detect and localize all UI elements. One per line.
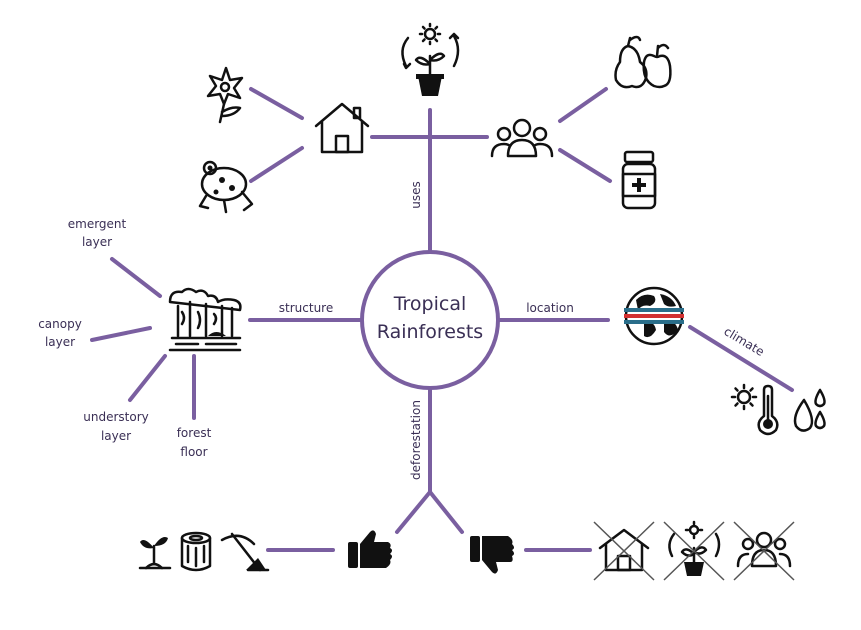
hub-title-line1: Tropical — [393, 293, 467, 315]
globe-equator-icon — [624, 286, 684, 346]
crossed-house-icon — [593, 521, 655, 581]
canopy-layer-label-line1: canopy — [38, 317, 82, 331]
branch-lines — [90, 87, 794, 552]
hub-title-line2: Rainforests — [377, 321, 483, 343]
forest-floor-label-line1: forest — [177, 426, 212, 440]
emergent-layer-label-line1: emergent — [68, 217, 127, 231]
pickaxe-icon — [220, 532, 270, 572]
medicine-bottle-icon — [621, 150, 657, 210]
crossed-people-icon — [733, 521, 795, 581]
plant-sun-cycle-icon — [401, 22, 460, 96]
canopy-layer-label-line2: layer — [45, 335, 75, 349]
sun-icon — [730, 383, 758, 411]
rainforest-layers-icon — [168, 287, 242, 352]
structure-label: structure — [279, 301, 333, 315]
flower-icon — [206, 66, 244, 124]
log-icon — [180, 531, 212, 572]
location-label: location — [526, 301, 574, 315]
forest-floor-label-line2: floor — [180, 445, 207, 459]
people-icon — [490, 118, 554, 158]
understory-layer-label-line1: understory — [83, 410, 148, 424]
thermometer-icon — [757, 384, 779, 436]
hub: Tropical Rainforests — [360, 250, 500, 390]
uses-label: uses — [409, 181, 423, 209]
rain-drops-icon — [793, 388, 826, 432]
fruit-icon — [614, 35, 672, 89]
crossed-plant-icon — [663, 520, 725, 581]
understory-layer-label-line2: layer — [101, 429, 131, 443]
house-icon — [314, 102, 370, 154]
climate-label: climate — [721, 324, 766, 359]
emergent-layer-label-line2: layer — [82, 235, 112, 249]
thumbs-down-icon — [470, 536, 514, 574]
seedling-icon — [138, 537, 172, 570]
frog-icon — [198, 160, 254, 214]
deforestation-label: deforestation — [409, 400, 423, 480]
thumbs-up-icon — [348, 530, 392, 568]
